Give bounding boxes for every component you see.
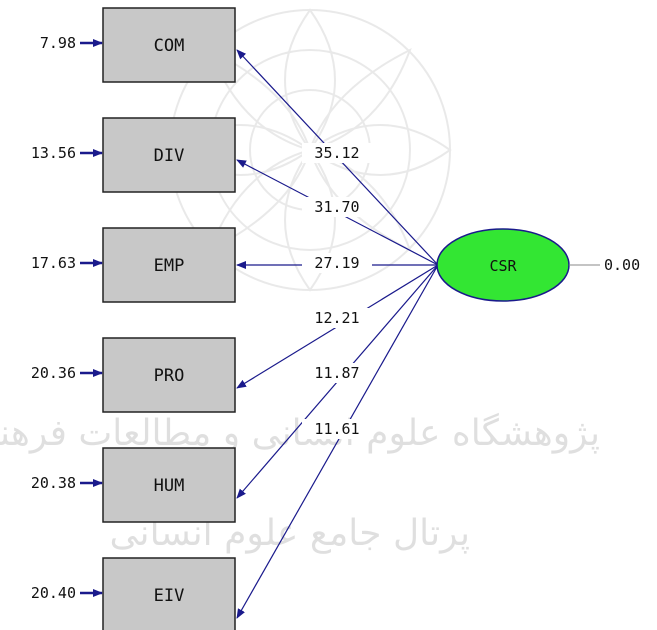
- loading-label-bg-com: [302, 143, 372, 163]
- indicator-box-hum: [102, 447, 236, 523]
- error-value-hum: 20.38: [31, 474, 76, 492]
- indicator-label-pro: PRO: [154, 366, 185, 386]
- error-value-pro: 20.36: [31, 364, 76, 382]
- indicator-box-div: [102, 117, 236, 193]
- indicator-box-eiv: [102, 557, 236, 630]
- indicator-label-eiv: EIV: [154, 586, 185, 606]
- latent-label: CSR: [489, 257, 517, 275]
- indicator-box-pro: [102, 337, 236, 413]
- indicator-box-com: [102, 7, 236, 83]
- loading-label-bg-hum: [302, 363, 372, 383]
- loading-label-bg-pro: [302, 308, 372, 328]
- loading-label-bg-eiv: [302, 419, 372, 439]
- loading-value-eiv: 11.61: [314, 420, 359, 438]
- indicator-label-hum: HUM: [154, 476, 185, 496]
- indicator-label-div: DIV: [154, 146, 185, 166]
- loading-label-bg-emp: [302, 253, 372, 273]
- error-value-eiv: 20.40: [31, 584, 76, 602]
- loading-path-eiv: [236, 264, 439, 619]
- loading-value-hum: 11.87: [314, 364, 359, 382]
- latent-error: 0.00: [604, 256, 640, 274]
- error-value-emp: 17.63: [31, 254, 76, 272]
- loading-value-div: 31.70: [314, 198, 359, 216]
- watermark-line1: پژوهشگاه علوم انسانی و مطالعات فرهنگی: [0, 412, 600, 454]
- error-value-com: 7.98: [40, 34, 76, 52]
- loading-value-pro: 12.21: [314, 309, 359, 327]
- indicator-label-emp: EMP: [154, 256, 185, 276]
- indicator-label-com: COM: [154, 36, 185, 56]
- indicator-box-emp: [102, 227, 236, 303]
- loading-value-emp: 27.19: [314, 254, 359, 272]
- error-value-div: 13.56: [31, 144, 76, 162]
- loading-label-bg-div: [302, 197, 372, 217]
- loading-value-com: 35.12: [314, 144, 359, 162]
